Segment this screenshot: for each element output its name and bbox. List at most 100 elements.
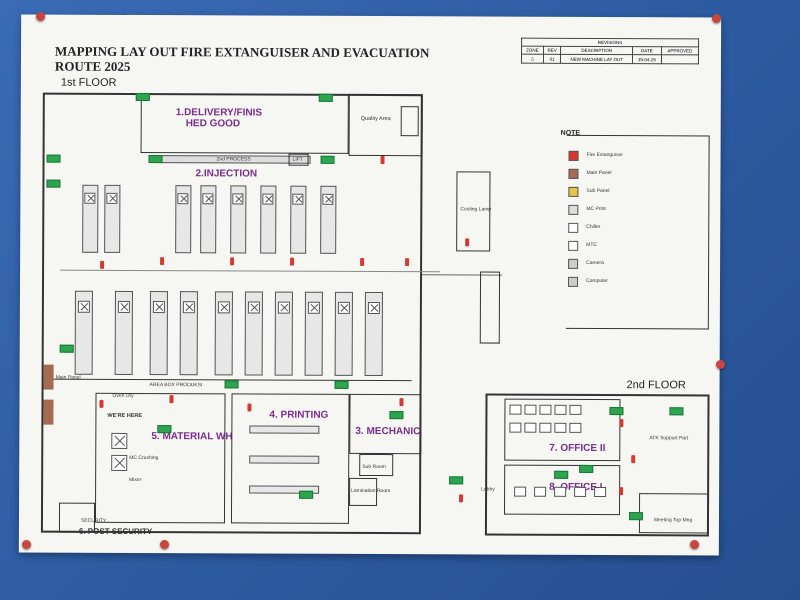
upper-machine-hopper [84, 192, 96, 204]
delivery-area-wall [140, 92, 349, 154]
upper-machine-hopper [232, 193, 244, 205]
delivery-label-1: 1.DELIVERY/FINIS [175, 107, 263, 119]
office-desk [524, 404, 537, 415]
legend-swatch [568, 186, 579, 197]
pin-top-left [36, 12, 45, 21]
lower-machine-hopper [367, 301, 380, 315]
upper-machine-hopper [202, 193, 214, 205]
fire-extinguisher-icon [160, 257, 165, 266]
exit-sign [320, 155, 335, 164]
fire-extinguisher-icon [360, 257, 365, 266]
mc-crushing-2 [111, 454, 128, 471]
exit-sign [609, 407, 624, 416]
map-title: MAPPING LAY OUT FIRE EXTANGUISER AND EVA… [55, 44, 435, 76]
rev-row-desc: NEW MACHINE LAY OUT [560, 54, 633, 64]
exit-sign [449, 476, 464, 485]
fire-extinguisher-icon [380, 156, 385, 165]
print-line-1 [249, 425, 320, 434]
area-box-label: AREA BOX PRODUKSI [149, 382, 203, 389]
pin-top-right [712, 14, 721, 23]
fire-extinguisher-icon [230, 257, 235, 266]
evacuation-map-poster: MAPPING LAY OUT FIRE EXTANGUISER AND EVA… [18, 14, 722, 556]
exit-sign [318, 93, 333, 102]
injection-label: 2.INJECTION [195, 168, 258, 180]
print-line-2 [249, 455, 320, 464]
fire-extinguisher-icon [459, 494, 464, 503]
office-desk [569, 404, 582, 415]
rev-col-date: DATE [632, 46, 662, 55]
upper-machine-hopper [177, 193, 189, 205]
main-panel-label: Main Panel [55, 374, 81, 381]
fire-extinguisher-icon [405, 258, 410, 267]
security-small-label: SECURITY [80, 517, 107, 524]
exit-sign [334, 380, 349, 389]
legend-swatch [568, 168, 579, 179]
atk-label: ATK Support Part [649, 435, 689, 442]
upper-machine-hopper [106, 192, 118, 204]
fire-extinguisher-icon [99, 399, 104, 408]
upper-machine-hopper [322, 193, 334, 205]
exit-sign [299, 490, 314, 499]
office-desk [509, 404, 522, 415]
fire-extinguisher-icon [169, 395, 174, 404]
exit-sign [628, 512, 644, 521]
exit-sign [46, 154, 61, 163]
lower-machine-hopper [307, 301, 320, 314]
exit-sign [46, 179, 61, 188]
pin-bottom-right [690, 540, 699, 549]
fire-extinguisher-icon [619, 487, 624, 496]
process-label: 2nd PROCESS [216, 156, 251, 163]
legend-item-label: MTC [586, 241, 598, 248]
exit-sign [669, 407, 684, 416]
quality-area-label: Quality Area [360, 115, 391, 123]
pin-bottom-mid [160, 540, 169, 549]
office-desk [514, 486, 527, 497]
exit-sign [224, 380, 239, 389]
office-desk [554, 404, 567, 415]
fire-extinguisher-icon [399, 398, 404, 407]
were-here-label: WE'RE HERE [107, 412, 143, 420]
lift-label: LIFT [292, 156, 303, 163]
office-desk [539, 404, 552, 415]
office-desk [534, 486, 547, 497]
legend-item-label: Camera [586, 259, 604, 267]
title-line-1: MAPPING LAY OUT FIRE EXTANGUISER AND EVA… [54, 43, 430, 61]
rev-row-date: 15-04-25 [632, 54, 662, 64]
mechanic-label: 3. MECHANIC [355, 425, 421, 438]
note-legend-box [565, 134, 710, 330]
meeting-label: Meeting Top Mng [653, 517, 693, 524]
lower-machine-hopper [337, 301, 350, 314]
legend-swatch [567, 276, 579, 287]
upper-machine-hopper [292, 193, 304, 205]
rev-row-zone-icon: △ [521, 54, 544, 64]
lower-machine-hopper [277, 301, 290, 314]
exit-sign [59, 344, 74, 353]
second-floor-label: 2nd FLOOR [626, 379, 686, 392]
rev-row-approved [661, 54, 699, 64]
delivery-label-2: HED GOOD [185, 118, 241, 130]
cooling-lamp-label: Cooling Lamp [460, 206, 492, 213]
legend-swatch [568, 222, 579, 233]
lower-machine-hopper [117, 300, 130, 313]
fire-extinguisher-icon [290, 257, 295, 266]
mixer-label: Mixer [129, 476, 142, 484]
office-desk [509, 422, 522, 433]
first-floor-label: 1st FLOOR [60, 76, 117, 89]
main-panel-2 [43, 399, 54, 425]
dark-room [400, 106, 419, 137]
pin-bottom-left [22, 540, 31, 549]
fire-extinguisher-icon [619, 419, 624, 428]
mechanic-wall [349, 393, 422, 455]
office-desk [554, 486, 567, 497]
main-panel-1 [43, 364, 54, 390]
legend-swatch [568, 150, 579, 161]
office-desk [569, 422, 582, 433]
rev-col-zone: ZONE [521, 46, 544, 55]
tower-shape [479, 271, 501, 344]
rev-row-rev: 01 [543, 54, 561, 64]
pin-mid-right [716, 360, 725, 369]
legend-item-label: Fire Extanguiser [586, 151, 623, 159]
lower-machine-hopper [77, 300, 90, 313]
exit-sign [135, 92, 150, 102]
legend-swatch [568, 204, 579, 215]
